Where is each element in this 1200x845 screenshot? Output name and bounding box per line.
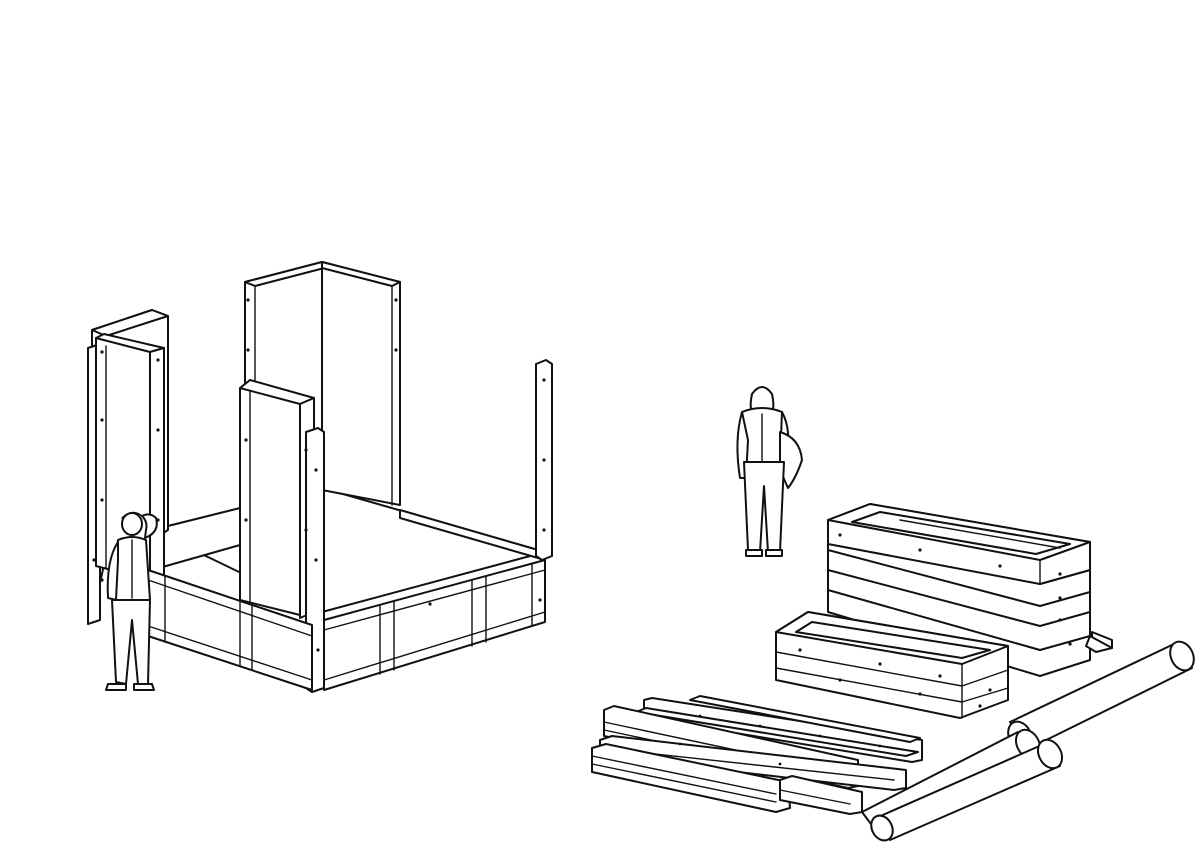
- stacked-box-frames: [775, 503, 1113, 719]
- person-man-left: [105, 511, 158, 691]
- bolt-holes-planks: [678, 714, 882, 766]
- man-legs: [111, 599, 151, 685]
- man-torso: [111, 536, 151, 601]
- woman-jacket: [779, 431, 803, 489]
- man-head: [121, 512, 143, 536]
- bolt-holes-pavilion: [92, 298, 546, 652]
- bolt-holes-boxes: [798, 533, 1072, 708]
- person-woman-right: [736, 386, 803, 557]
- back-corner-panel-right: [321, 261, 401, 506]
- pavilion-frame-under-construction: [87, 261, 553, 693]
- plank-back-2: [635, 707, 919, 757]
- woman-legs: [743, 461, 785, 553]
- lumber-plank-pile: [591, 695, 923, 815]
- middle-panel-front: [239, 387, 301, 616]
- log-poles: [861, 635, 1195, 842]
